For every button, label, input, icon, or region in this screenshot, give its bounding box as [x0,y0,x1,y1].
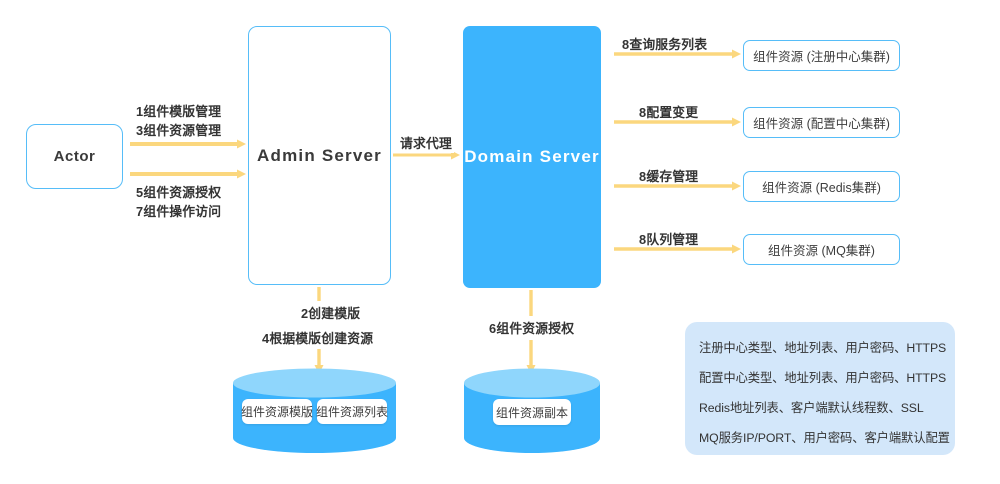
datastore-admin-pill-0: 组件资源模版 [241,399,313,424]
datastore-domain-pill-0: 组件资源副本 [493,399,571,425]
actor-label: Actor [53,148,96,165]
resource-box-registry[interactable]: 组件资源 (注册中心集群) [743,40,900,71]
label-actor-admin-line3: 5组件资源授权 [136,185,222,200]
info-line-1: 配置中心类型、地址列表、用户密码、HTTPS [699,371,947,385]
label-domain-to-store: 6组件资源授权 [485,316,579,340]
arrow-label-resource-3: 8队列管理 [639,232,699,247]
label-admin-store-line2: 4根据模版创建资源 [262,331,374,346]
domain-server-label: Domain Server [464,147,600,166]
arrow-label-resource-1: 8配置变更 [639,105,699,120]
arrow-label-resource-0: 8查询服务列表 [622,37,708,52]
resource-box-registry-label: 组件资源 (注册中心集群) [753,50,890,64]
node-admin-server[interactable]: Admin Server [248,26,391,285]
label-admin-to-domain: 请求代理 [398,133,454,153]
resource-box-redis[interactable]: 组件资源 (Redis集群) [743,171,900,202]
label-admin-to-store: 2创建模版 4根据模版创建资源 [262,301,378,349]
resource-box-config[interactable]: 组件资源 (配置中心集群) [743,107,900,138]
datastore-admin-pill-1: 组件资源列表 [316,399,388,424]
label-admin-store-line1: 2创建模版 [300,306,361,321]
label-actor-admin-line4: 7组件操作访问 [136,204,222,219]
resource-box-redis-label: 组件资源 (Redis集群) [762,181,881,195]
label-actor-to-admin-bottom: 5组件资源授权 7组件操作访问 [136,182,221,220]
label-actor-admin-line1: 1组件模版管理 [136,104,222,119]
label-actor-to-admin-top: 1组件模版管理 3组件资源管理 [136,101,221,139]
node-actor[interactable]: Actor [26,124,123,189]
info-line-2: Redis地址列表、客户端默认线程数、SSL [699,401,924,415]
resource-box-config-label: 组件资源 (配置中心集群) [753,117,890,131]
info-line-0: 注册中心类型、地址列表、用户密码、HTTPS [699,341,947,355]
datastore-domain[interactable]: 组件资源副本 [464,368,600,453]
label-actor-admin-line2: 3组件资源管理 [136,123,222,138]
resource-box-mq[interactable]: 组件资源 (MQ集群) [743,234,900,265]
admin-server-label: Admin Server [257,145,382,165]
arrow-label-resource-2: 8缓存管理 [639,169,699,184]
resource-box-mq-label: 组件资源 (MQ集群) [768,244,875,258]
node-domain-server[interactable]: Domain Server [463,26,601,288]
info-line-3: MQ服务IP/PORT、用户密码、客户端默认配置 [699,431,950,445]
info-panel: 注册中心类型、地址列表、用户密码、HTTPS 配置中心类型、地址列表、用户密码、… [685,322,955,455]
datastore-admin[interactable]: 组件资源模版 组件资源列表 [233,368,396,453]
